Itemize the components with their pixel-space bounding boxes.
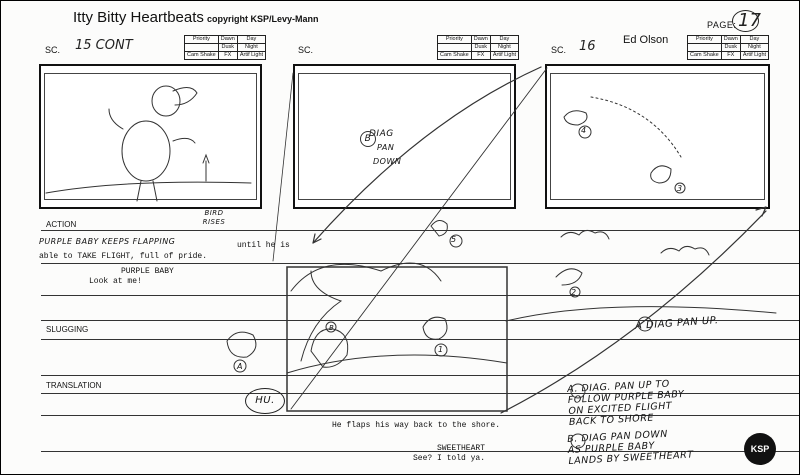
cloud <box>560 229 610 240</box>
flying-bird-3 <box>650 165 672 184</box>
mark-circle-a <box>233 359 247 373</box>
ruled-line <box>41 339 799 340</box>
panel-3-scene-number: 16 <box>579 39 596 54</box>
bird-body <box>121 120 171 182</box>
flying-bird-5 <box>430 220 448 237</box>
ground-line <box>45 181 252 194</box>
mark-circle-5 <box>449 234 463 248</box>
flying-bird-2 <box>555 268 583 286</box>
action-typed-line-1: until he is <box>237 241 290 250</box>
show-title: Itty Bitty Heartbeats <box>73 9 204 26</box>
tree-canopy <box>290 262 442 292</box>
sweetheart-sketch <box>310 328 349 368</box>
panel-3-frame <box>545 64 770 209</box>
cloud <box>660 245 710 256</box>
artif-light-cell: Artif Light <box>489 51 520 60</box>
position-mark-2: 2 <box>571 288 577 297</box>
panel-2-frame <box>293 64 516 209</box>
pan-up-arrow <box>500 210 767 414</box>
pan-down-arrow-head <box>312 233 322 244</box>
hill-line <box>505 306 777 322</box>
overlay-pan-frame <box>286 266 508 412</box>
position-mark-3: 3 <box>677 184 683 193</box>
mark-circle-2 <box>569 286 581 298</box>
panel-2-safe-area <box>298 73 511 200</box>
bird-head <box>151 85 181 117</box>
shore-line <box>286 354 508 374</box>
caption-a-circle <box>570 383 586 399</box>
bird-legs <box>136 180 158 202</box>
mark-circle-3 <box>674 182 686 194</box>
diag-note-line-3: DOWN <box>373 157 402 166</box>
bird-rises-note: BIRD RISES <box>202 209 226 226</box>
ruled-line <box>41 375 799 376</box>
action-dialog: Look at me! <box>89 277 142 286</box>
purple-baby-1 <box>422 316 448 340</box>
hu-mark: HU. <box>245 388 285 414</box>
ruled-line <box>41 451 799 452</box>
ruled-line <box>41 263 799 264</box>
note-b-circle: B <box>360 131 376 147</box>
pan-down-arrow <box>312 66 542 244</box>
slugging-label: SLUGGING <box>46 325 89 334</box>
artif-light-cell: Artif Light <box>236 51 267 60</box>
position-mark-1: 1 <box>438 345 444 354</box>
tree-trunk <box>300 270 343 362</box>
rise-arrow <box>202 153 210 182</box>
panel-3-sc-label: SC. <box>551 45 567 55</box>
translation-label: TRANSLATION <box>46 381 102 390</box>
panel-1-scene-number: 15 CONT <box>75 38 133 53</box>
action-label: ACTION <box>46 220 77 229</box>
diag-note-line-2: PAN <box>377 143 395 152</box>
artif-light-cell: Artif Light <box>739 51 770 60</box>
ruled-line <box>41 415 799 416</box>
ruled-line <box>41 295 799 296</box>
bottom-speaker: SWEETHEART <box>437 444 486 453</box>
position-mark-5: 5 <box>451 235 457 244</box>
bottom-description: He flaps his way back to the shore. <box>332 421 501 430</box>
frame-corner-line <box>290 67 548 410</box>
action-speaker: PURPLE BABY <box>121 267 174 276</box>
ruled-line <box>41 393 799 394</box>
bird-beak <box>172 87 198 106</box>
sweetheart-face-a <box>226 331 257 358</box>
ksp-logo: KSP <box>744 433 776 465</box>
ruled-line <box>41 230 799 231</box>
sketch-mark-a: A <box>237 362 243 371</box>
bottom-dialog: See? I told ya. <box>413 454 486 463</box>
panel-1-frame <box>39 64 262 209</box>
mark-circle-b <box>325 321 337 333</box>
position-mark-4: 4 <box>581 126 587 135</box>
panel-1-safe-area <box>44 73 257 200</box>
ruled-line <box>41 320 799 321</box>
sketch-mark-b: B <box>329 324 335 332</box>
pan-up-arrow-head <box>755 206 767 217</box>
panel-3-safe-area <box>550 73 765 200</box>
frame-corner-line <box>272 72 294 262</box>
panel-1-sc-label: SC. <box>45 45 61 55</box>
page-number-circle <box>732 10 759 32</box>
caption-b-circle <box>570 433 586 449</box>
action-typed-line-2: able to TAKE FLIGHT, full of pride. <box>39 252 208 261</box>
flying-bird-4 <box>563 110 588 126</box>
bird-wings <box>108 108 196 144</box>
copyright-notice: copyright KSP/Levy-Mann <box>207 14 319 24</box>
panel-2-sc-label: SC. <box>298 45 314 55</box>
flight-path <box>590 96 682 158</box>
diag-note-line-1: DIAG <box>369 129 394 139</box>
mark-circle-1 <box>434 343 448 357</box>
artist-name: Ed Olson <box>623 34 669 46</box>
mark-circle-4 <box>578 125 592 139</box>
page-label: PAGE: <box>707 20 737 30</box>
note-a-circle <box>637 316 653 332</box>
action-handwritten-line: PURPLE BABY KEEPS FLAPPING <box>39 237 176 246</box>
